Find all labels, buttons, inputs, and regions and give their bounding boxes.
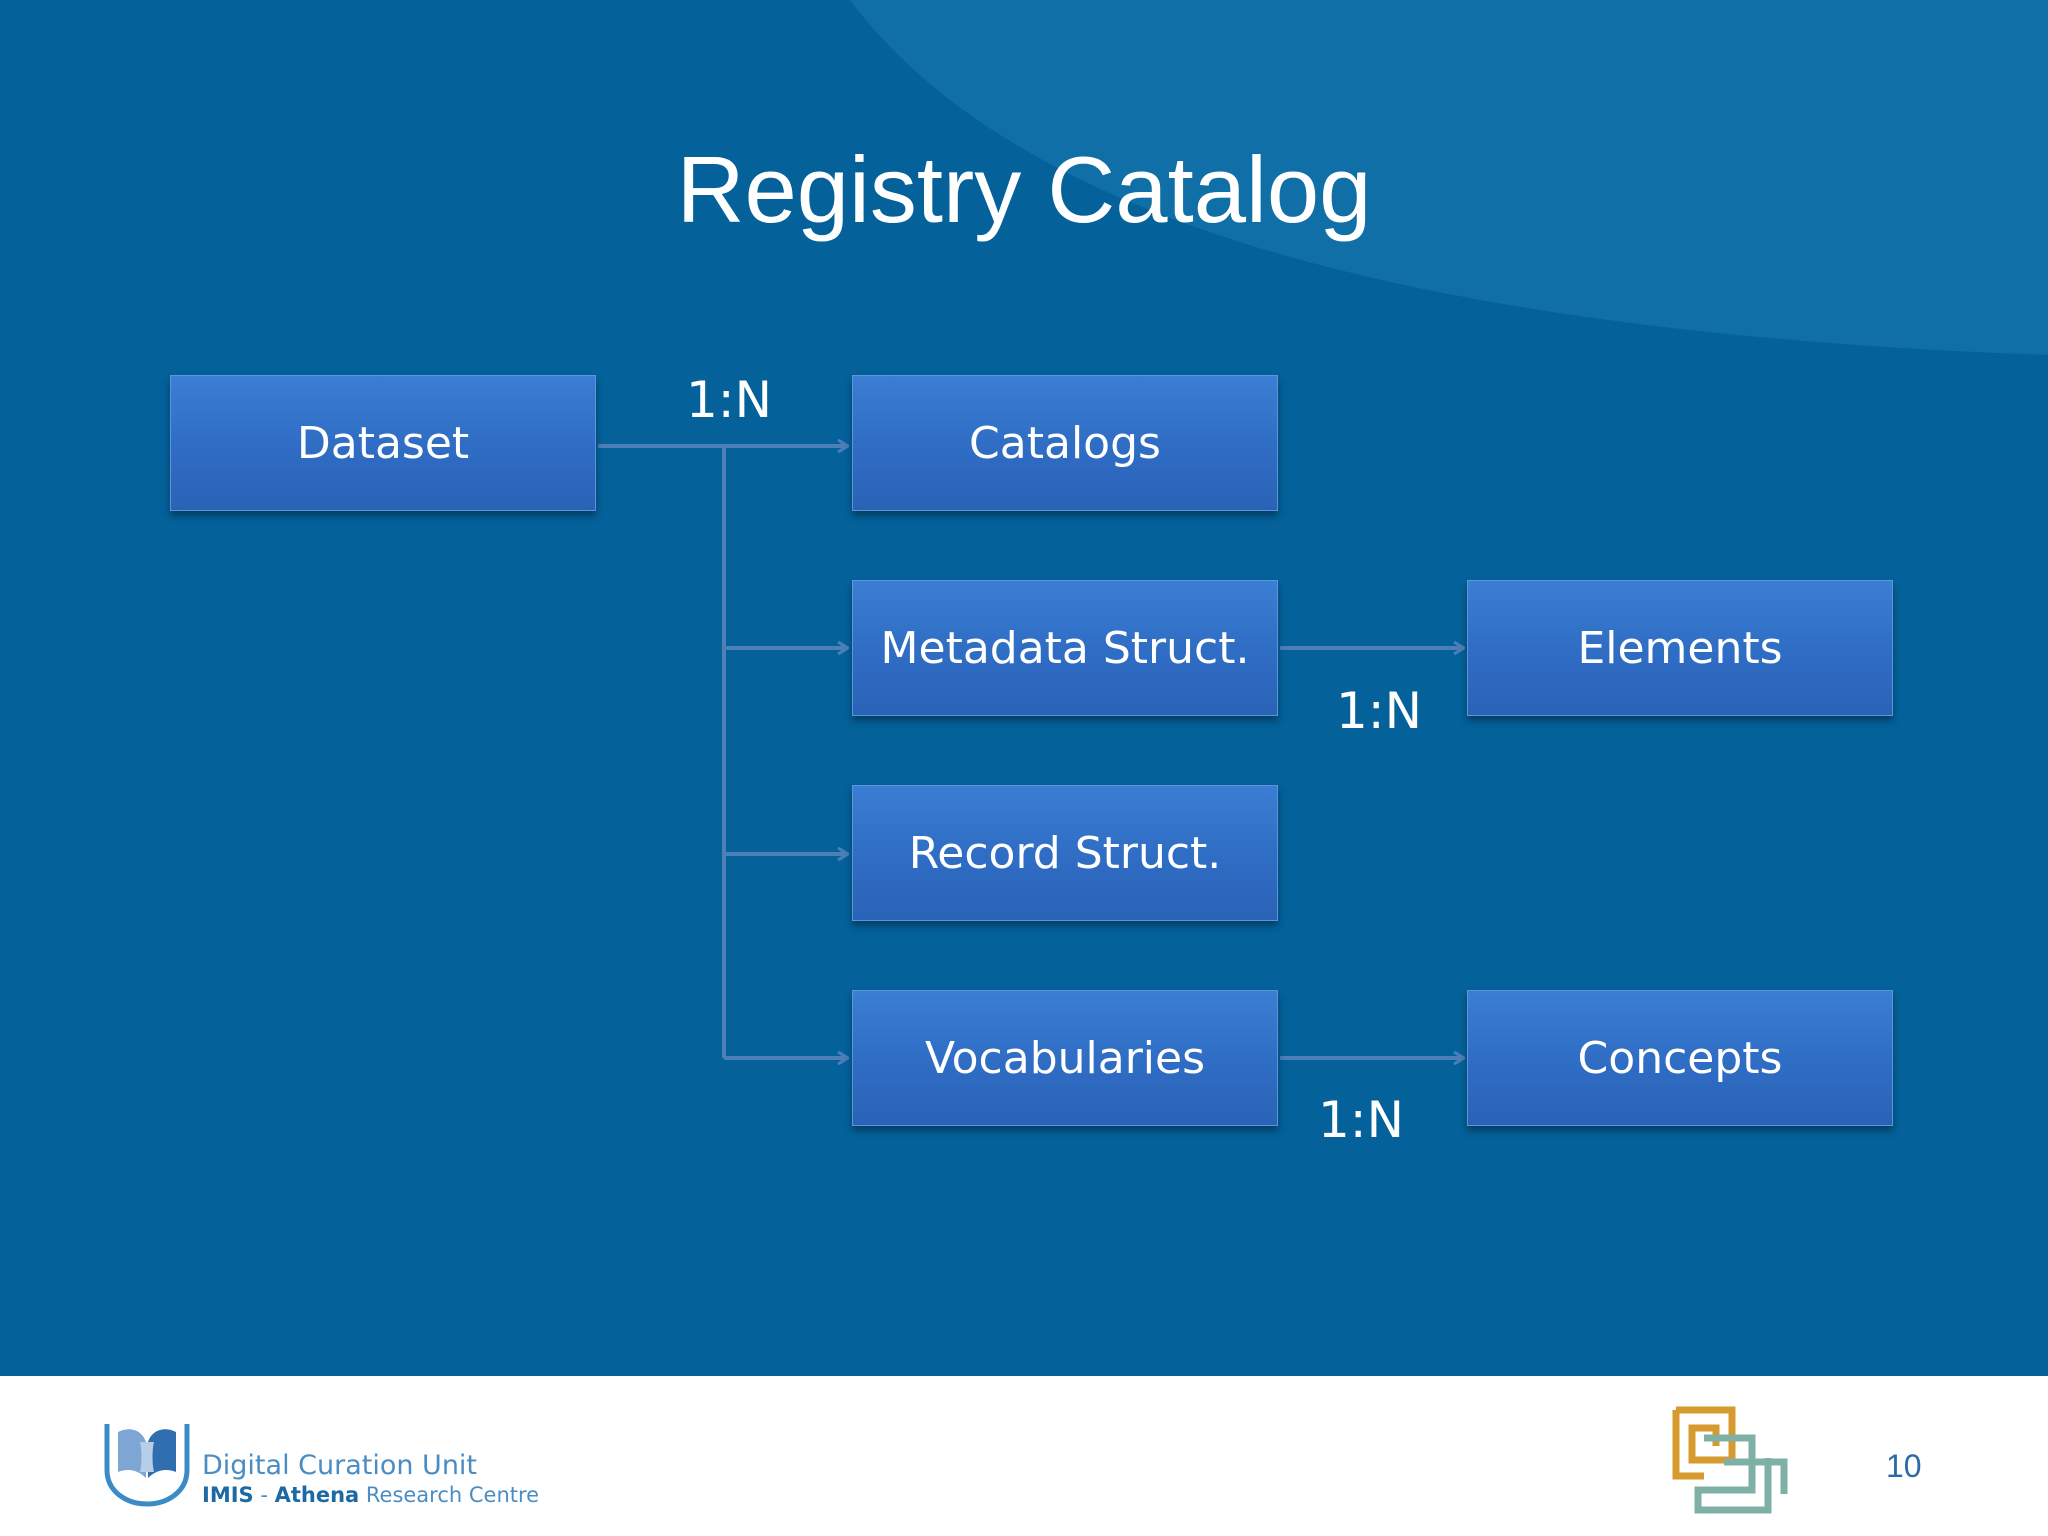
ratio-label-dataset: 1:N	[686, 371, 773, 429]
knot-logo-icon	[1672, 1406, 1788, 1514]
connector-lines	[598, 0, 2048, 1376]
node-concepts: Concepts	[1467, 990, 1893, 1126]
node-concepts-label: Concepts	[1577, 1032, 1783, 1084]
dcu-org-subtitle: IMIS - Athena Research Centre	[202, 1482, 539, 1508]
node-dataset-label: Dataset	[296, 417, 470, 469]
dcu-logo-icon	[104, 1424, 190, 1507]
node-record-struct: Record Struct.	[852, 785, 1278, 921]
node-vocabularies-label: Vocabularies	[924, 1032, 1206, 1084]
page-number: 10	[1886, 1448, 1922, 1484]
background-arc	[850, 0, 2048, 355]
slide-background: Registry Catalog Dataset Catalogs Metada…	[0, 0, 2048, 1376]
dcu-separator: -	[253, 1483, 275, 1507]
node-metadata-struct: Metadata Struct.	[852, 580, 1278, 716]
node-catalogs: Catalogs	[852, 375, 1278, 511]
ratio-label-vocabularies-concepts: 1:N	[1318, 1091, 1405, 1149]
node-vocabularies: Vocabularies	[852, 990, 1278, 1126]
node-record-struct-label: Record Struct.	[908, 827, 1222, 879]
node-elements: Elements	[1467, 580, 1893, 716]
ratio-label-metadata-elements: 1:N	[1336, 682, 1423, 740]
dcu-imis: IMIS	[202, 1483, 254, 1507]
node-metadata-struct-label: Metadata Struct.	[880, 622, 1250, 674]
node-catalogs-label: Catalogs	[969, 417, 1161, 469]
dcu-research-centre: Research Centre	[359, 1483, 540, 1507]
dcu-athena: Athena	[274, 1483, 360, 1507]
dcu-org-name: Digital Curation Unit	[202, 1450, 478, 1481]
node-elements-label: Elements	[1577, 622, 1783, 674]
slide-title: Registry Catalog	[676, 137, 1372, 242]
node-dataset: Dataset	[170, 375, 596, 511]
